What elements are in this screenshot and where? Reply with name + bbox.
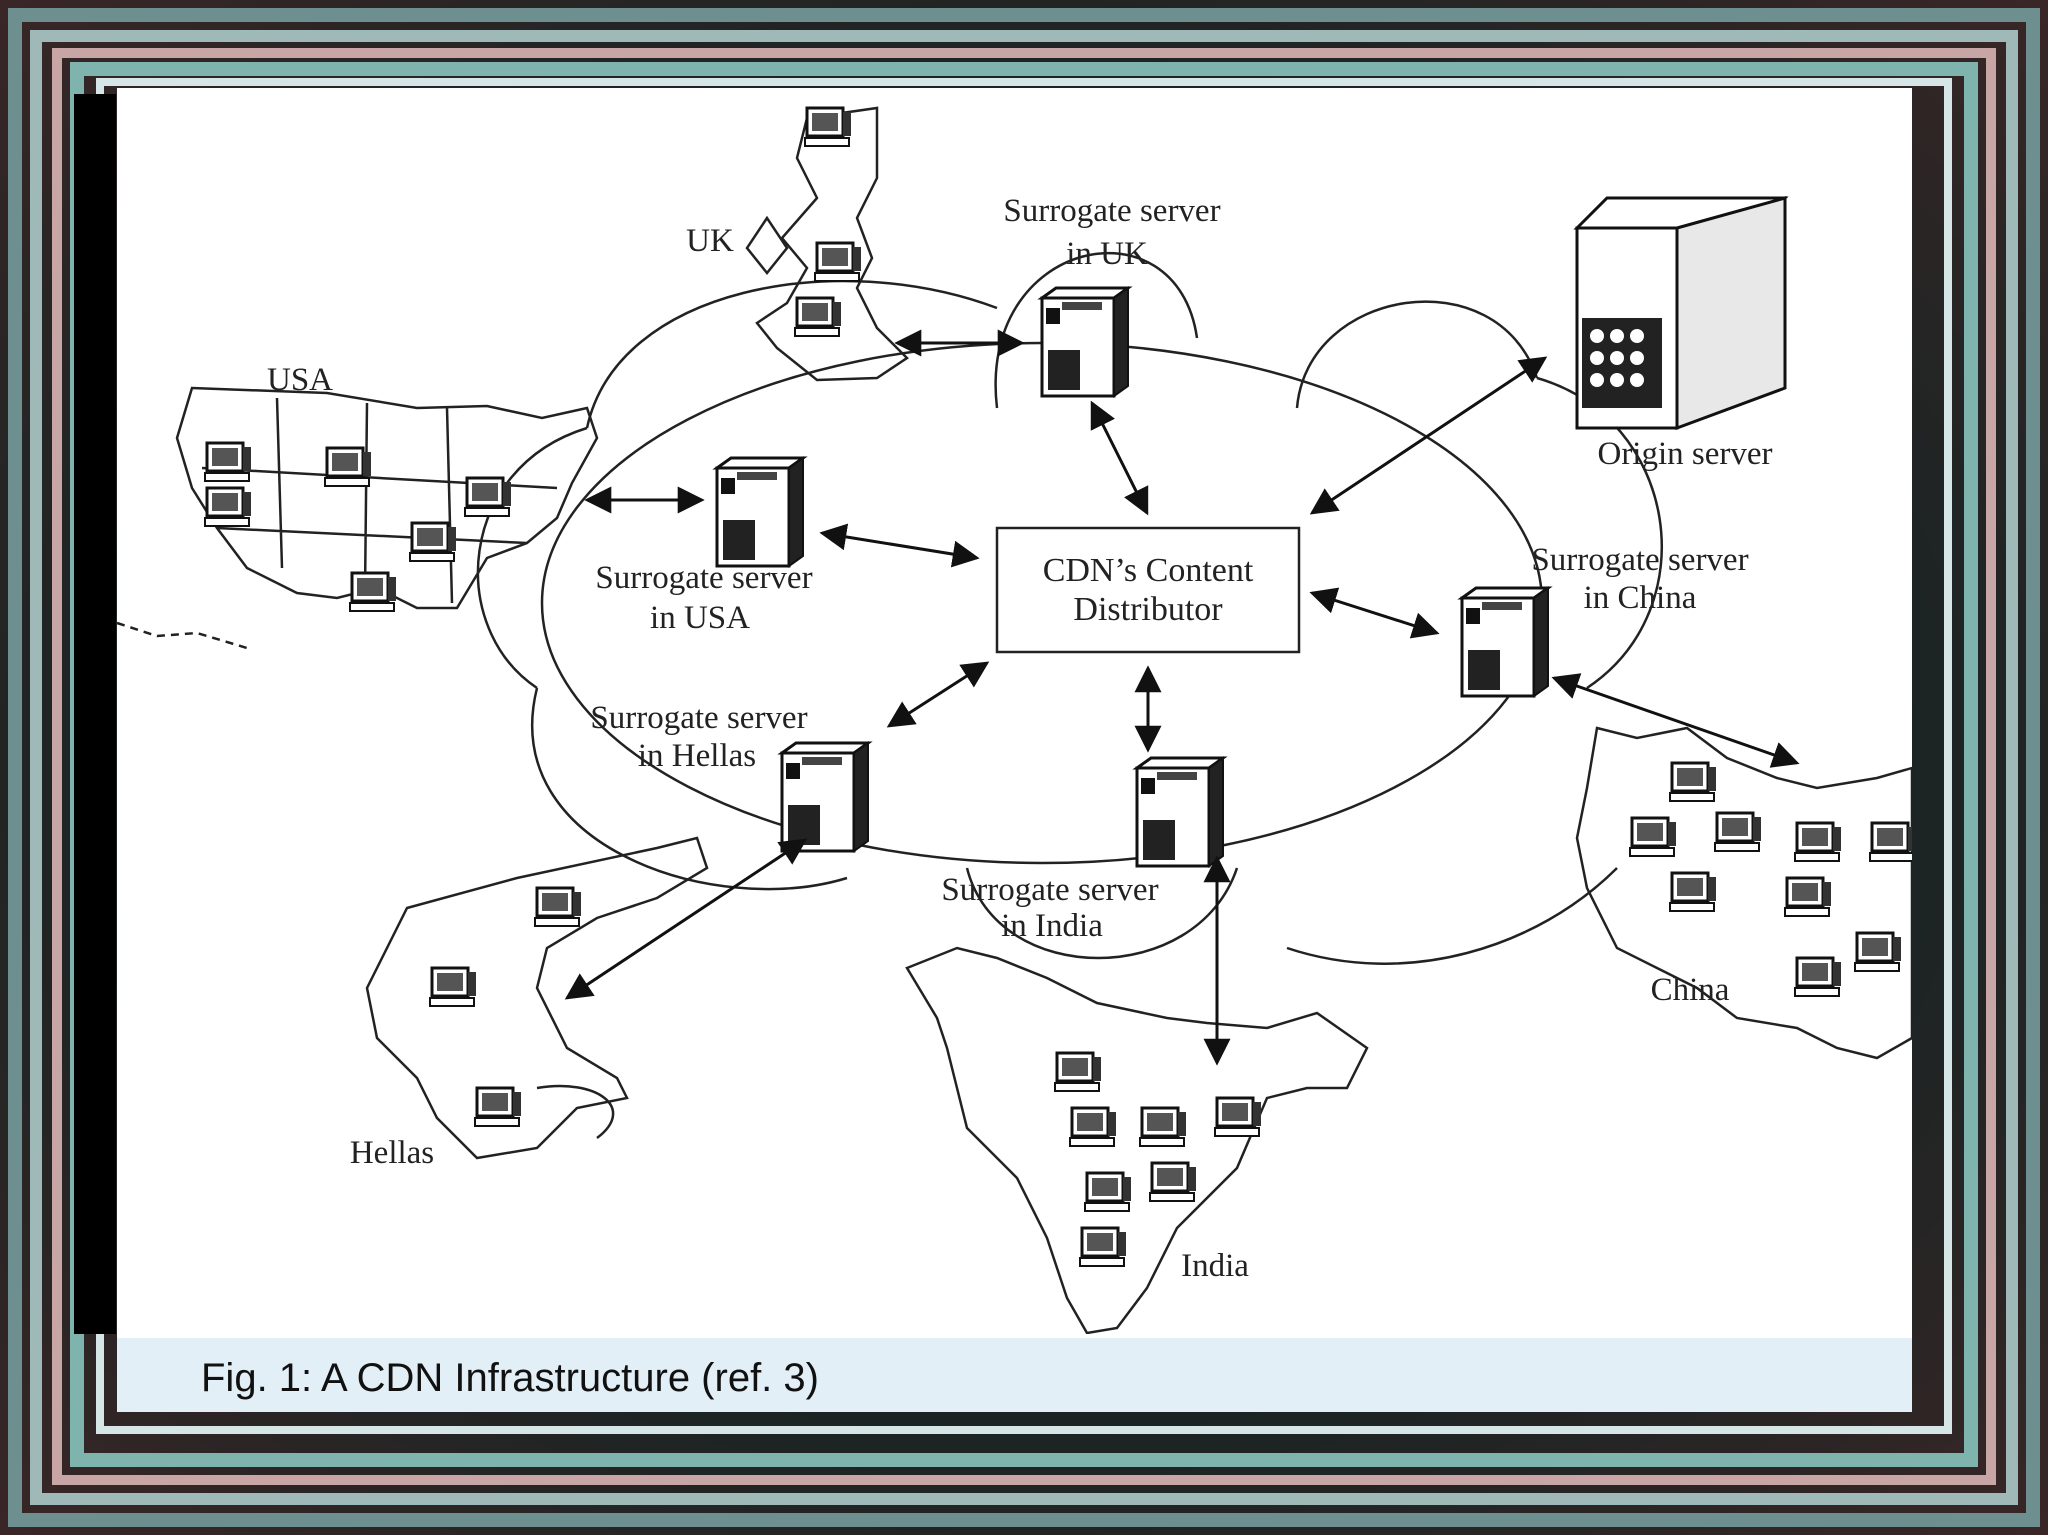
slide: CDN’s Content Distributor Surrogate serv… [117, 88, 1912, 1412]
caption-bar: Fig. 1: A CDN Infrastructure (ref. 3) [117, 1338, 1912, 1412]
usa-server-label-1: Surrogate server [595, 560, 812, 596]
region-label-uk: UK [686, 223, 734, 259]
frame-ring-2 [30, 30, 2018, 1505]
origin-server-label: Origin server [1597, 436, 1772, 472]
origin-server-icon [1573, 196, 1789, 431]
content-distributor-box [995, 526, 1301, 654]
usa-server-label-2: in USA [650, 600, 750, 636]
india-server-label-2: in India [1001, 908, 1103, 944]
india-server-label-1: Surrogate server [941, 872, 1158, 908]
frame-ring-3 [52, 48, 1996, 1485]
uk-server-label-1: Surrogate server [1003, 193, 1220, 229]
region-label-india: India [1181, 1248, 1249, 1284]
uk-server-label-2: in UK [1066, 236, 1148, 272]
hellas-server-label-2: in Hellas [638, 738, 756, 774]
content-distributor-label-2: Distributor [1073, 591, 1223, 628]
region-label-usa: USA [267, 362, 333, 398]
uk-map [745, 106, 909, 382]
content-distributor-label-1: CDN’s Content [1043, 552, 1254, 589]
region-label-hellas: Hellas [350, 1135, 434, 1171]
india-map [905, 946, 1369, 1334]
frame-ring-outer [8, 8, 2040, 1527]
cdn-diagram: CDN’s Content Distributor Surrogate serv… [117, 106, 1912, 1334]
china-server-label-2: in China [1584, 580, 1697, 616]
figure-caption: Fig. 1: A CDN Infrastructure (ref. 3) [201, 1356, 819, 1400]
china-map [1575, 726, 1912, 1060]
china-server-label-1: Surrogate server [1531, 542, 1748, 578]
hellas-server-label-1: Surrogate server [590, 700, 807, 736]
usa-map [117, 386, 599, 650]
left-black-bar [74, 94, 116, 1334]
connection-arrows [564, 329, 1800, 1066]
hellas-map [365, 836, 709, 1160]
region-label-china: China [1651, 972, 1730, 1008]
